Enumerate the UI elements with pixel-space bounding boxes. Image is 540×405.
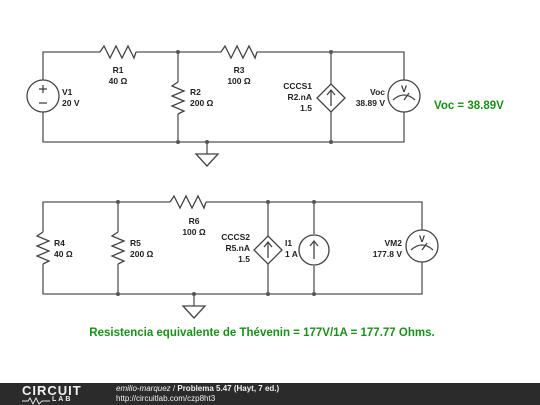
- junction-dot: [116, 200, 120, 204]
- cccs1-gain: 1.5: [300, 103, 312, 113]
- r4-name: R4: [54, 238, 65, 248]
- cccs1-name: CCCS1: [283, 81, 312, 91]
- junction-dot: [266, 200, 270, 204]
- junction-dot: [176, 50, 180, 54]
- i1-value: 1 A: [285, 249, 298, 259]
- vm2-value: 177.8 V: [373, 249, 403, 259]
- junction-dot: [329, 140, 333, 144]
- v1-value: 20 V: [62, 98, 80, 108]
- cccs-2[interactable]: [253, 235, 283, 265]
- logo-wave-icon: [22, 397, 50, 405]
- circuit-title: Problema 5.47 (Hayt, 7 ed.): [177, 384, 280, 393]
- ground-symbol: [194, 153, 220, 167]
- r3-name: R3: [234, 65, 245, 75]
- r2-value: 200 Ω: [190, 98, 214, 108]
- voltmeter-voc[interactable]: V: [387, 79, 421, 113]
- junction-dot: [329, 50, 333, 54]
- logo-text-bottom: LAB: [52, 396, 73, 403]
- resistor-r4[interactable]: [35, 231, 51, 265]
- circuit-2: R4 40 Ω R5 200 Ω R6 100 Ω CCCS2 R5.nA 1.…: [35, 194, 439, 319]
- voc-meter-symbol: V: [401, 84, 407, 94]
- vm2-name: VM2: [385, 238, 403, 248]
- r2-name: R2: [190, 87, 201, 97]
- resistor-r5[interactable]: [110, 231, 126, 265]
- resistor-r1[interactable]: [99, 44, 137, 60]
- resistor-r6[interactable]: [169, 194, 207, 210]
- footer-bar: CIRCUIT LAB emilio-marquez / Problema 5.…: [0, 383, 540, 405]
- vm2-meter-symbol: V: [419, 234, 425, 244]
- r1-value: 40 Ω: [109, 76, 128, 86]
- r5-name: R5: [130, 238, 141, 248]
- logo-text-top: CIRCUIT: [22, 383, 82, 398]
- credit-block: emilio-marquez / Problema 5.47 (Hayt, 7 …: [116, 384, 279, 404]
- resistor-r2[interactable]: [170, 81, 186, 115]
- cccs2-name: CCCS2: [221, 232, 250, 242]
- thevenin-conclusion: Resistencia equivalente de Thévenin = 17…: [89, 327, 434, 339]
- cccs-1[interactable]: [316, 83, 346, 113]
- r6-name: R6: [189, 216, 200, 226]
- voltmeter-vm2[interactable]: V: [405, 229, 439, 263]
- junction-dot: [176, 140, 180, 144]
- schematic-svg: V1 20 V R1 40 Ω R2 200 Ω R3 100 Ω CCCS1 …: [26, 44, 504, 339]
- credit-separator: /: [170, 384, 178, 393]
- junction-dot: [116, 292, 120, 296]
- circuit-url[interactable]: http://circuitlab.com/czp8ht3: [116, 394, 216, 403]
- junction-dot: [192, 292, 196, 296]
- r4-value: 40 Ω: [54, 249, 73, 259]
- v1-name: V1: [62, 87, 73, 97]
- voc-value: 38.89 V: [356, 98, 386, 108]
- junction-dot: [205, 140, 209, 144]
- junction-dot: [266, 292, 270, 296]
- resistor-r3[interactable]: [220, 44, 258, 60]
- r6-value: 100 Ω: [182, 227, 206, 237]
- circuit-1-wires: [42, 51, 405, 154]
- circuit-1: V1 20 V R1 40 Ω R2 200 Ω R3 100 Ω CCCS1 …: [26, 44, 504, 167]
- voc-result: Voc = 38.89V: [434, 100, 504, 112]
- cccs1-expr: R2.nA: [287, 92, 312, 102]
- i1-name: I1: [285, 238, 292, 248]
- cccs2-expr: R5.nA: [225, 243, 250, 253]
- current-source-i1[interactable]: [298, 234, 330, 266]
- r5-value: 200 Ω: [130, 249, 154, 259]
- circuitlab-logo[interactable]: CIRCUIT LAB: [22, 383, 100, 405]
- junction-dot: [312, 200, 316, 204]
- r1-name: R1: [113, 65, 124, 75]
- circuit-2-wires: [42, 201, 423, 306]
- r3-value: 100 Ω: [227, 76, 251, 86]
- voc-name: Voc: [370, 87, 385, 97]
- cccs2-gain: 1.5: [238, 254, 250, 264]
- author-link[interactable]: emilio-marquez: [116, 384, 171, 393]
- ground-symbol: [181, 305, 207, 319]
- voltage-source-v1[interactable]: [26, 79, 60, 113]
- junction-dot: [312, 292, 316, 296]
